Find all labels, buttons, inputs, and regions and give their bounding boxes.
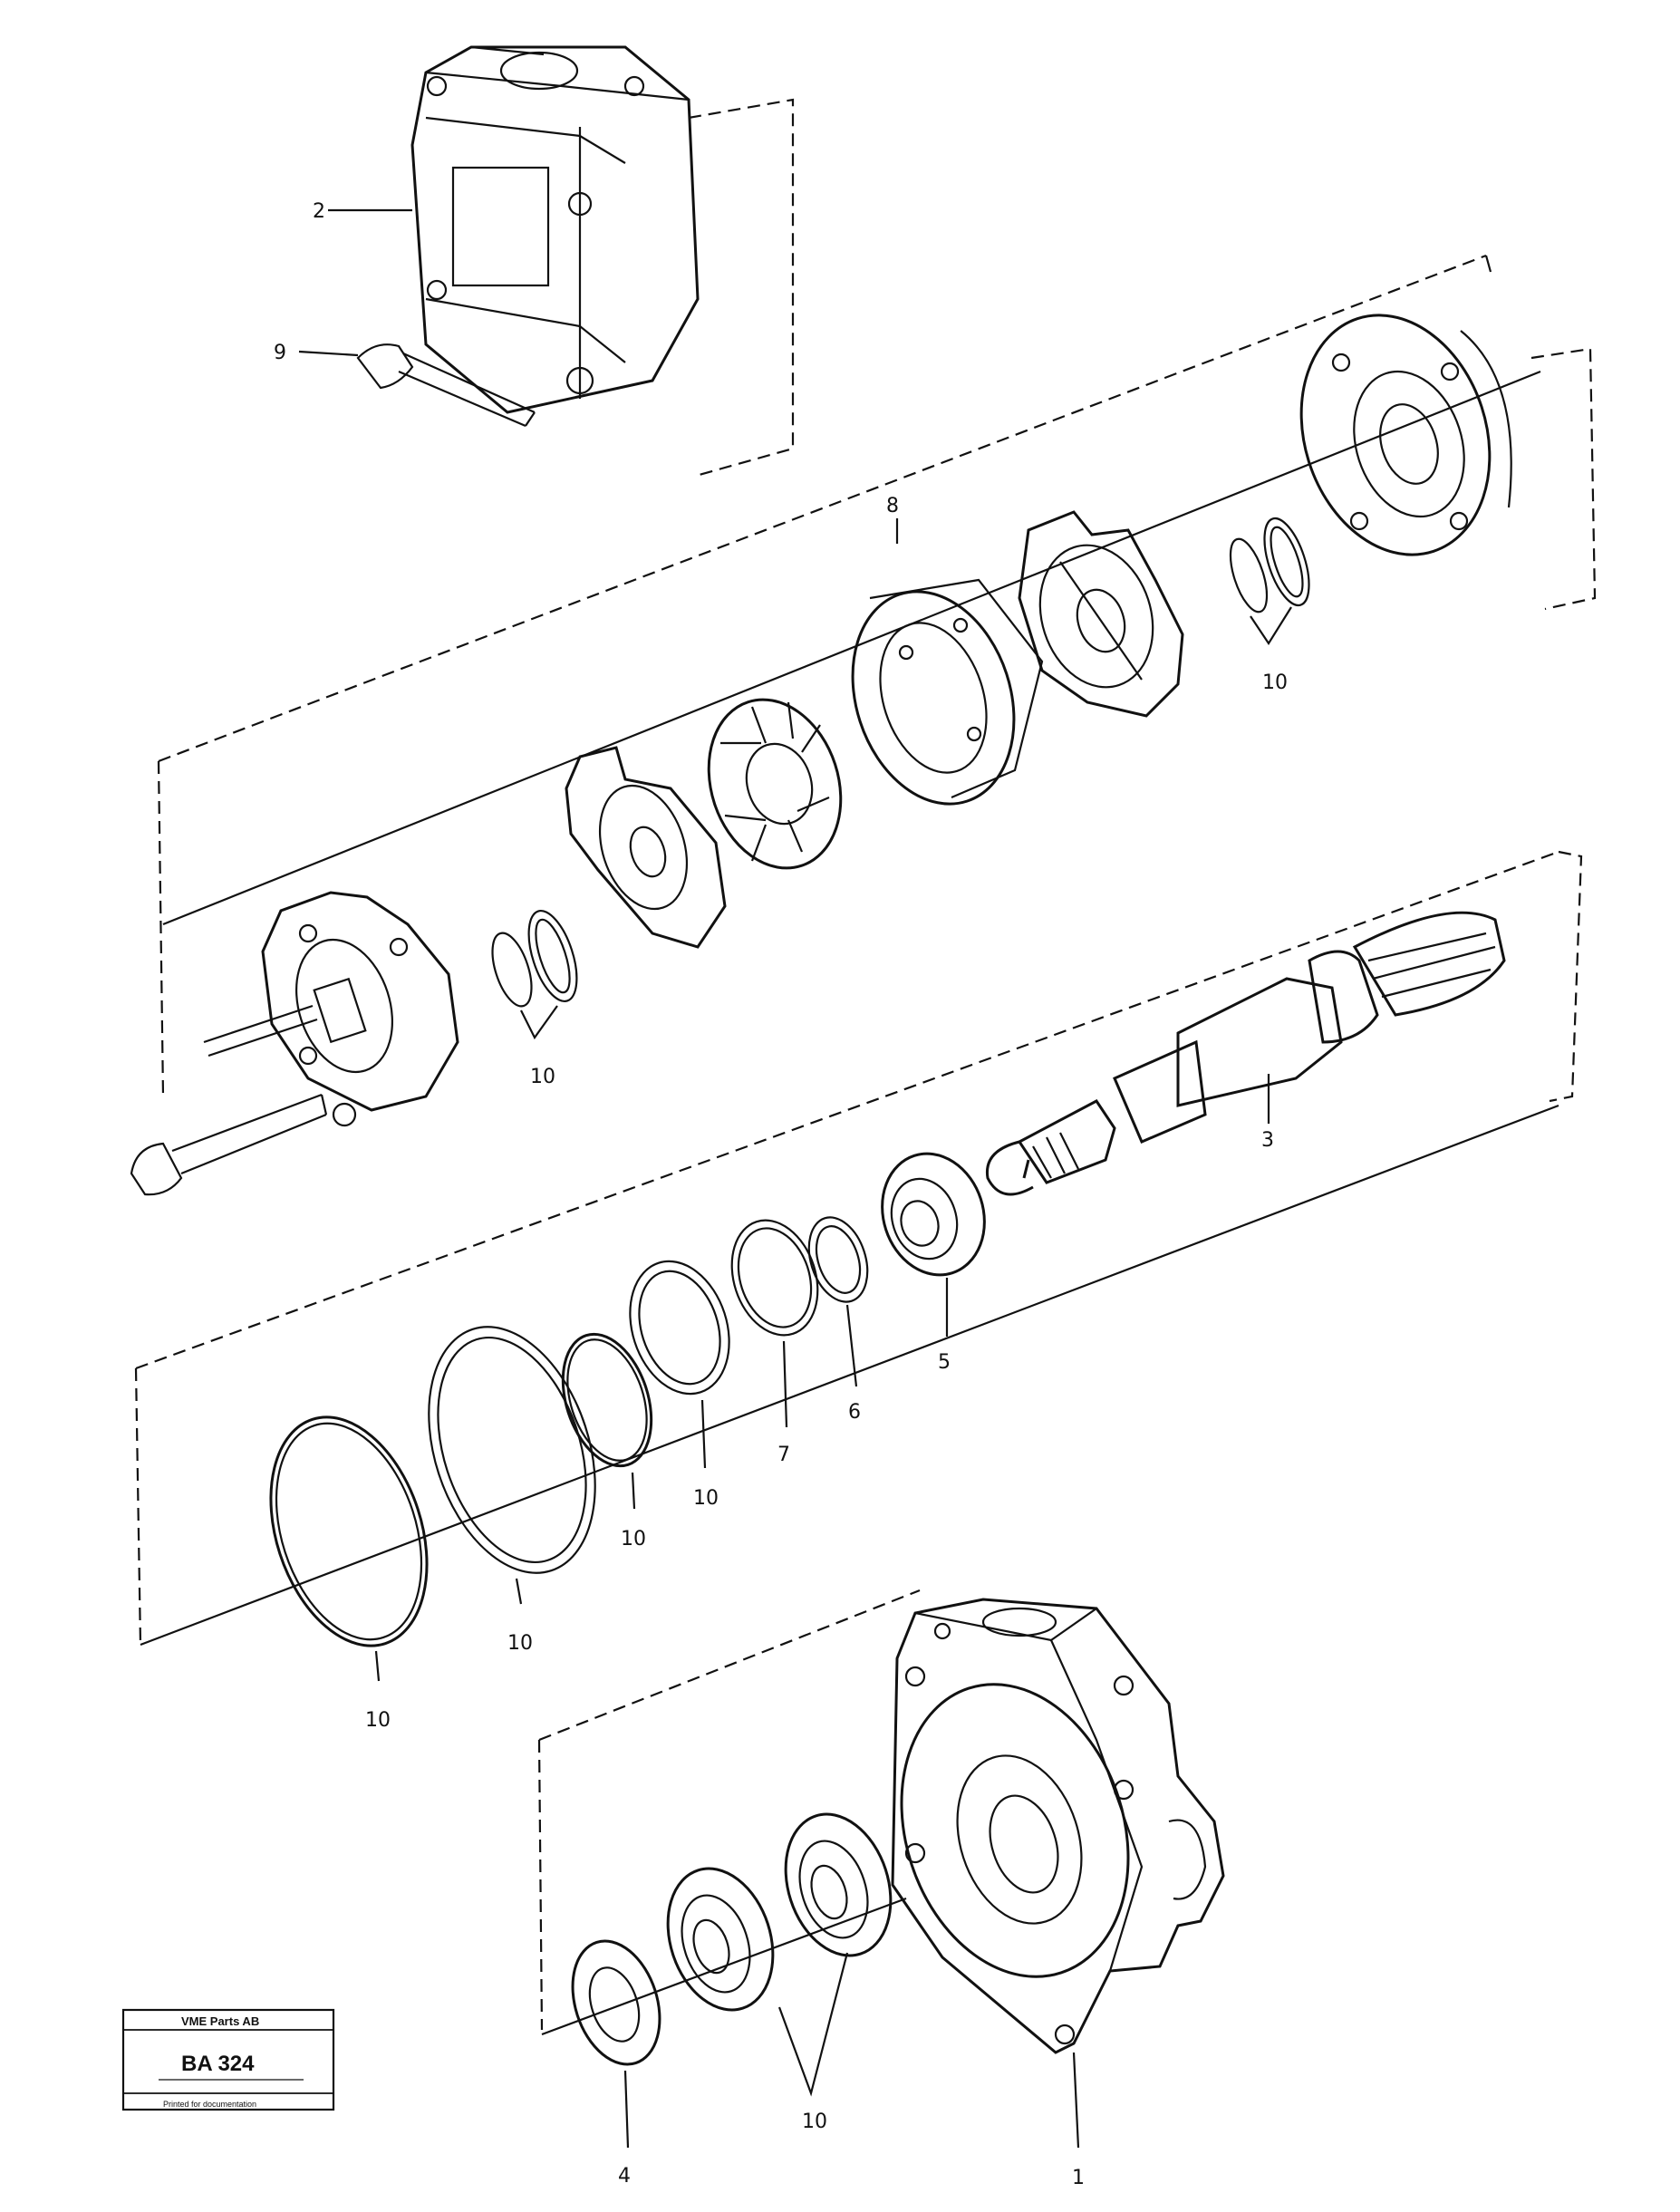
bearing-part (881, 1152, 986, 1277)
stamp-company: VME Parts AB (181, 2014, 259, 2028)
stamp-code: BA 324 (181, 2052, 255, 2076)
snap-ring-large-part (730, 1219, 819, 1337)
ring-a-part (629, 1260, 730, 1396)
callout-label: 9 (274, 342, 286, 364)
seal-ring-left-part (491, 909, 578, 1008)
port-plate-part (1018, 510, 1184, 718)
callout-label: 10 (1262, 671, 1288, 694)
callout-label: 10 (621, 1528, 646, 1550)
ring-c-part (428, 1326, 596, 1574)
cartridge-bolt-part (130, 1093, 328, 1196)
callout-label: 6 (848, 1401, 861, 1424)
ring-b-part (561, 1332, 653, 1468)
callout-label: 10 (365, 1709, 391, 1732)
callout-label: 10 (507, 1632, 533, 1655)
front-plate-part (565, 746, 727, 949)
callout-label: 8 (886, 495, 899, 517)
rotor-part (707, 698, 843, 870)
ring-d-part (269, 1415, 429, 1647)
seal-ring-right-part (1229, 517, 1310, 613)
snap-ring-small-part (807, 1216, 869, 1303)
housing-part (891, 1598, 1225, 2054)
callout-label: 4 (618, 2165, 631, 2188)
callout-label: 3 (1261, 1129, 1274, 1152)
bearings-pair-part (666, 1812, 893, 2012)
stamp-note: Printed for documentation (163, 2100, 256, 2109)
callout-label: 10 (530, 1066, 555, 1088)
shaft-part (985, 911, 1506, 1196)
callout-label: 10 (802, 2111, 827, 2133)
title-block-stamp: VME Parts AB BA 324 Printed for document… (121, 2008, 335, 2111)
end-plate-part (1299, 314, 1512, 556)
stator-ring-part (851, 578, 1044, 806)
callout-label: 5 (938, 1351, 951, 1374)
cover-housing-part (410, 45, 700, 414)
callout-label: 1 (1072, 2167, 1085, 2189)
flange-part (203, 891, 459, 1127)
cover-bolt-part (356, 343, 536, 428)
callout-label: 7 (777, 1444, 790, 1466)
washer-part (571, 1939, 661, 2066)
callout-label: 10 (693, 1487, 719, 1510)
callout-label: 2 (313, 200, 325, 223)
